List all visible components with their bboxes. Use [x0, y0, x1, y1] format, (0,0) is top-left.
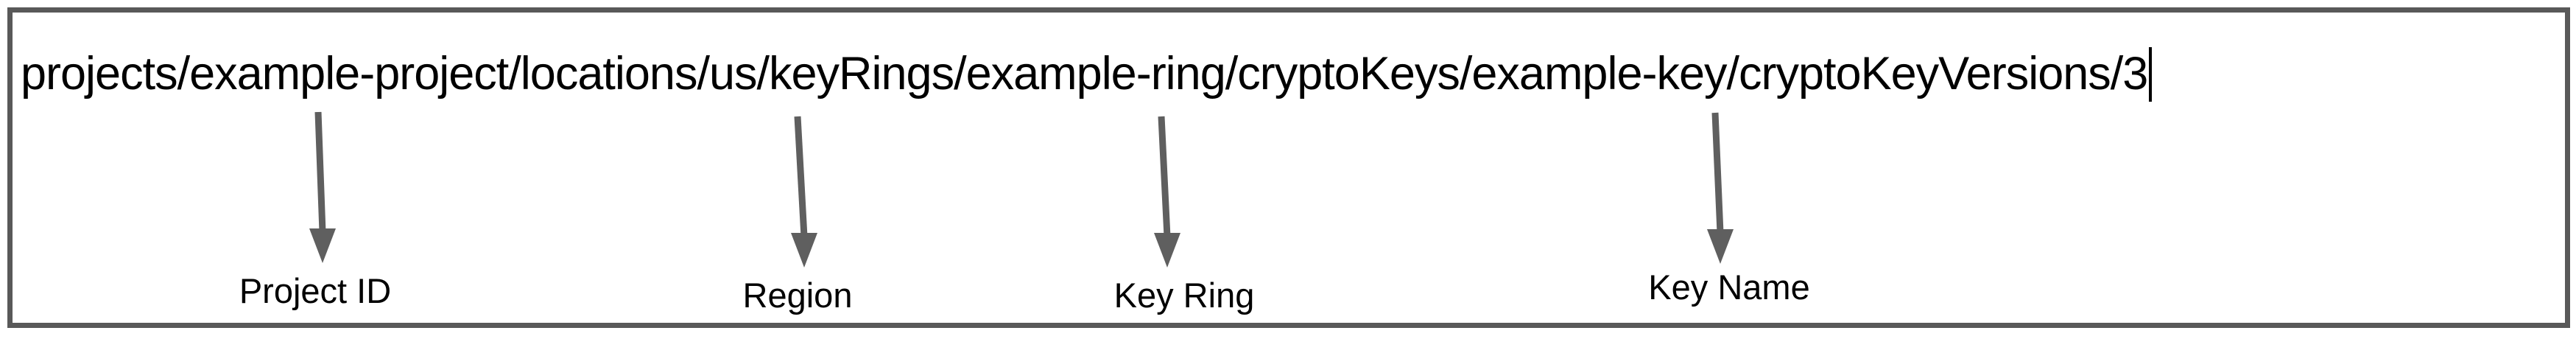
label-region: Region — [742, 276, 853, 315]
label-project-id: Project ID — [239, 271, 392, 310]
text-cursor-caret — [2149, 47, 2153, 102]
resource-path-text: projects/example-project/locations/us/ke… — [21, 48, 2148, 99]
label-key-ring: Key Ring — [1113, 276, 1255, 315]
resource-path: projects/example-project/locations/us/ke… — [21, 47, 2153, 102]
frame-border — [7, 7, 2570, 328]
label-key-name: Key Name — [1648, 268, 1810, 307]
